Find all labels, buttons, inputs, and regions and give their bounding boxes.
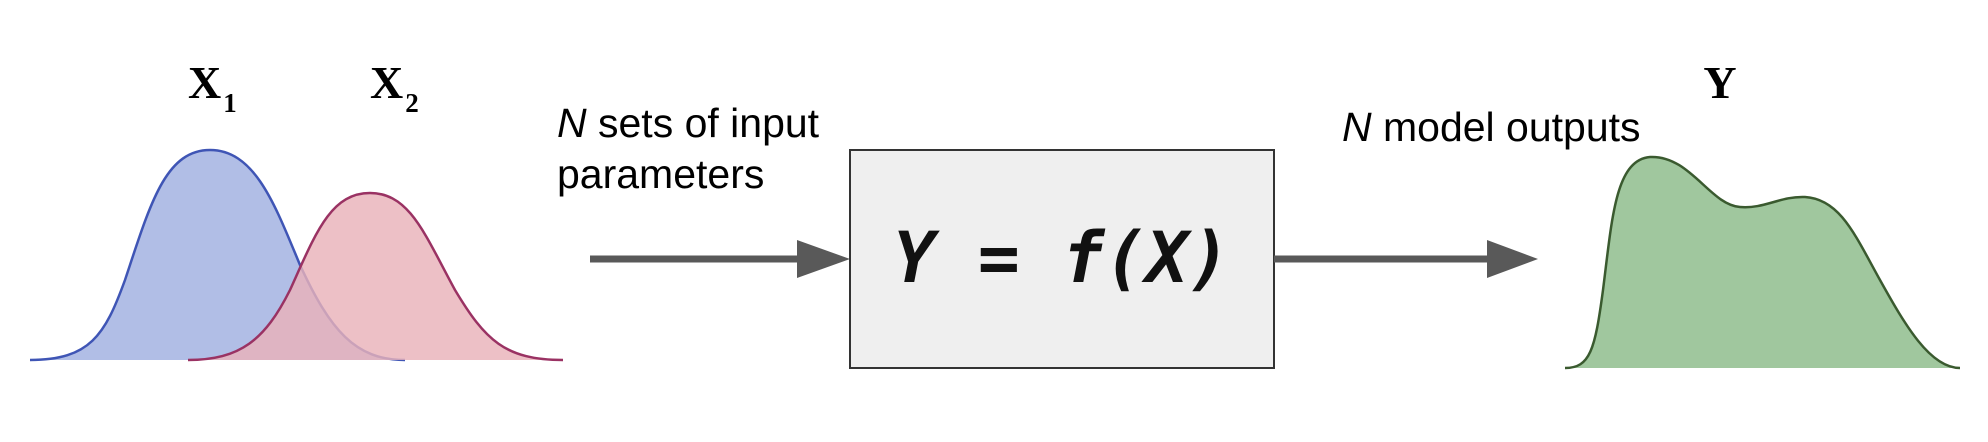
x2-distribution-area	[188, 193, 563, 360]
output-arrow-head	[1487, 240, 1538, 278]
x2-label-subscript: 2	[405, 88, 419, 118]
model-equation: Y = f(X)	[893, 217, 1230, 299]
y-distribution-curve	[1564, 155, 1961, 370]
y-label: Y	[1703, 57, 1736, 108]
model-box	[849, 149, 1275, 369]
x2-distribution-curve	[187, 191, 564, 362]
right-arrow-icon	[590, 240, 850, 278]
y-distribution-area	[1565, 156, 1960, 368]
x2-distribution	[187, 191, 564, 362]
y-distribution	[1564, 155, 1961, 370]
x1-label: X1	[188, 57, 237, 118]
input-arrow-head	[797, 240, 850, 278]
right-arrow-icon	[1274, 240, 1538, 278]
input-caption-line1: N sets of input	[557, 100, 820, 146]
output-caption: N model outputs	[1342, 104, 1641, 150]
input-caption-line2: parameters	[557, 151, 764, 197]
x1-label-subscript: 1	[223, 88, 237, 118]
x2-label: X2	[370, 57, 419, 118]
